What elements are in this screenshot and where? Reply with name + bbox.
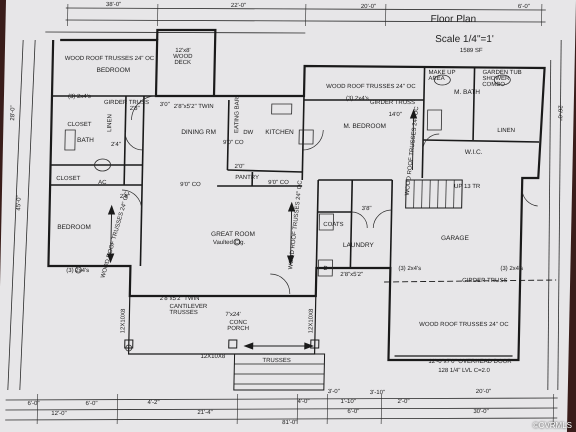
dim-row2-4: 30'-0" (473, 409, 489, 415)
dim-wall-3: 2'0" (234, 164, 245, 170)
note-header-garage1: (3) 2x4's (398, 266, 422, 272)
note-twin-top: 2'8"x5'2" TWIN (173, 104, 214, 110)
room-linen-top: LINEN (107, 114, 114, 132)
note-girder-bed: GIRDER TRUSS (103, 100, 150, 106)
note-post-2: 12X10X8 (200, 354, 226, 360)
dim-row2-3: 6'-0" (347, 409, 360, 415)
note-ceil-gr: 9'0" CO (180, 182, 201, 188)
dim-bottom-1: 6'-0" (27, 401, 40, 407)
dim-wall-6: 2'8"x5'2" (340, 272, 364, 278)
room-porch: CONC PORCH (227, 320, 249, 332)
room-linen-right: LINEN (497, 128, 515, 134)
room-bedroom-top: BEDROOM (96, 67, 131, 74)
note-cantilever: CANTILEVER TRUSSES (169, 304, 208, 316)
room-eating-bar: EATING BAR (234, 97, 241, 133)
note-trusses-mb: WOOD ROOF TRUSSES 24" OC (326, 84, 416, 90)
dim-top-4: 6'-0" (517, 4, 530, 10)
note-post-1: 12X10X8 (120, 308, 127, 334)
dim-bottom-4: 4'-0" (297, 399, 310, 405)
room-wic: W.I.C. (464, 149, 483, 156)
note-door: 12'-0"x7'0" OVERHEAD DOOR (428, 359, 512, 365)
room-kitchen: KITCHEN (265, 129, 294, 136)
note-post-3: 12X10X8 (308, 308, 315, 334)
plan-scale: Scale 1/4"=1' (435, 34, 494, 45)
note-header-top: (3) 2x4's (67, 94, 91, 100)
room-bath: BATH (76, 137, 94, 144)
room-m-bedroom: M. BEDROOM (343, 123, 387, 130)
dim-row2-1: 12'-0" (51, 411, 67, 417)
room-closet-top: CLOSET (67, 122, 92, 128)
room-m-bath: M. BATH (453, 89, 481, 96)
room-d: D (323, 266, 328, 272)
dim-bottom-5: 3'-0" (327, 389, 340, 395)
dim-top-2: 22'-0" (230, 3, 247, 9)
dim-overall: 81'-0" (282, 420, 298, 426)
dim-bottom-7: 3'-10" (369, 390, 386, 396)
dim-left-1: 28'-0" (10, 105, 17, 121)
dim-wall-1: 2'8" (129, 106, 140, 112)
dim-right-1: 26'-0" (556, 105, 563, 121)
room-coats: COATS (323, 222, 344, 228)
note-girder-mb: GIRDER TRUSS (369, 100, 416, 106)
dim-bottom-2: 6'-0" (85, 401, 98, 407)
room-makeup: MAKE UP AREA (428, 70, 456, 82)
dim-wall-7: 2'4" (110, 142, 121, 148)
room-ac: AC (98, 180, 107, 186)
watermark: ©CVRMLS (532, 421, 572, 430)
dim-bottom-3: 4'-2" (147, 400, 160, 406)
dim-wall-5: 3'8" (361, 206, 372, 212)
dim-bottom-8: 2'-0" (397, 399, 410, 405)
note-ceil-k: 9'0" CO (268, 180, 289, 186)
note-header-bed: (3) 2x4's (66, 268, 90, 274)
dim-wall-8: 14'0" (388, 112, 402, 118)
room-dw: DW (243, 130, 254, 136)
note-ceil-dr: 9'0" CO (222, 140, 244, 146)
dim-left-2: 45'-0" (16, 195, 23, 211)
room-great-room: GREAT ROOM (211, 231, 255, 238)
plan-area: 1589 SF (459, 48, 483, 54)
note-header-mb: (3) 2x4's (345, 96, 369, 102)
dim-bottom-6: 1'-10" (340, 399, 356, 405)
room-porch-size: 7'x24' (225, 312, 241, 318)
note-trusses-garage: WOOD ROOF TRUSSES 24" OC (419, 322, 509, 328)
plan-title: Floor Plan (430, 14, 477, 25)
dim-wall-2: 3'0" (159, 102, 170, 108)
note-ext-ceil: 128 1/4" LVL C=2.0 (438, 368, 490, 374)
note-trusses-porch: TRUSSES (262, 358, 291, 364)
room-pantry: PANTRY (235, 175, 260, 181)
room-garden-tub: GARDEN TUB SHOWER COMBO (482, 70, 522, 88)
dim-row2-2: 21'-4" (197, 410, 213, 416)
room-dining: DINING RM (181, 129, 216, 136)
dim-top-1: 38'-0" (105, 2, 122, 8)
room-deck: 12'x8' WOOD DECK (173, 48, 193, 66)
dim-bottom-9: 20'-0" (475, 389, 492, 395)
room-vaulted: Vaulted Clg. (212, 240, 246, 246)
note-twin-bottom: 2'8"x5'2" TWIN (159, 296, 200, 302)
room-up: UP 13 TR (454, 184, 481, 190)
room-laundry: LAUNDRY (342, 242, 374, 249)
room-closet-left: CLOSET (56, 176, 81, 182)
note-header-garage2: (3) 2x4's (500, 266, 524, 272)
room-bedroom-left: BEDROOM (57, 224, 91, 231)
dim-top-3: 20'-0" (360, 4, 377, 10)
room-garage: GARAGE (440, 235, 469, 242)
note-trusses-top: WOOD ROOF TRUSSES 24" OC (64, 56, 155, 62)
dim-wall-4: 2'6" (119, 194, 130, 200)
note-girder-garage: GIRDER TRUSS (462, 278, 508, 284)
